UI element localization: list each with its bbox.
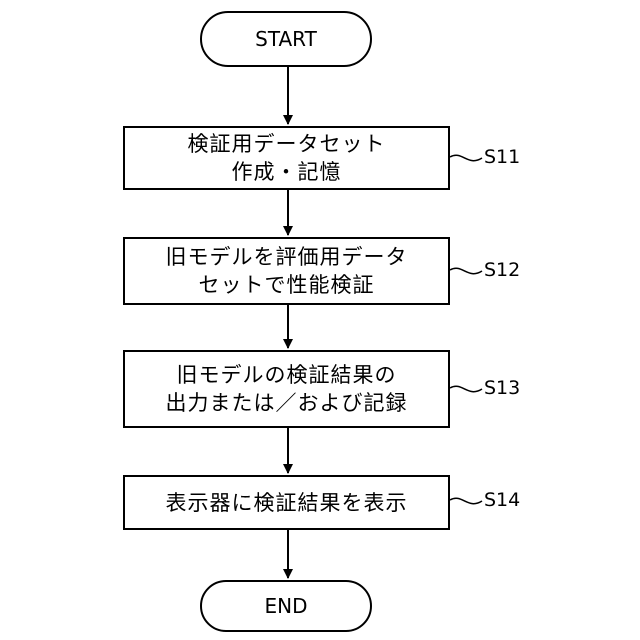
step-s13-line-2: 出力または／および記録 [166,389,408,417]
step-s12-id: S12 [484,259,520,281]
start-label: START [255,25,317,53]
step-s11-line-1: 検証用データセット [188,130,386,158]
step-s12-line-1: 旧モデルを評価用データ [166,243,408,271]
step-s14-id: S14 [484,489,520,511]
step-s11-id: S11 [484,146,520,168]
step-s11-box: 検証用データセット 作成・記憶 [123,126,450,190]
step-s12-box: 旧モデルを評価用データ セットで性能検証 [123,237,450,305]
step-s12-line-2: セットで性能検証 [199,271,375,299]
start-terminal: START [200,11,372,67]
step-s13-box: 旧モデルの検証結果の 出力または／および記録 [123,350,450,428]
end-label: END [265,592,308,620]
end-terminal: END [200,580,372,632]
step-s13-line-1: 旧モデルの検証結果の [177,361,397,389]
leader-s13 [450,386,482,391]
step-s11-line-2: 作成・記憶 [232,158,342,186]
leader-s12 [450,268,482,273]
leader-s14 [450,498,482,503]
step-s14-line-1: 表示器に検証結果を表示 [166,489,408,517]
step-s13-id: S13 [484,377,520,399]
step-s14-box: 表示器に検証結果を表示 [123,475,450,530]
leader-s11 [450,155,482,160]
